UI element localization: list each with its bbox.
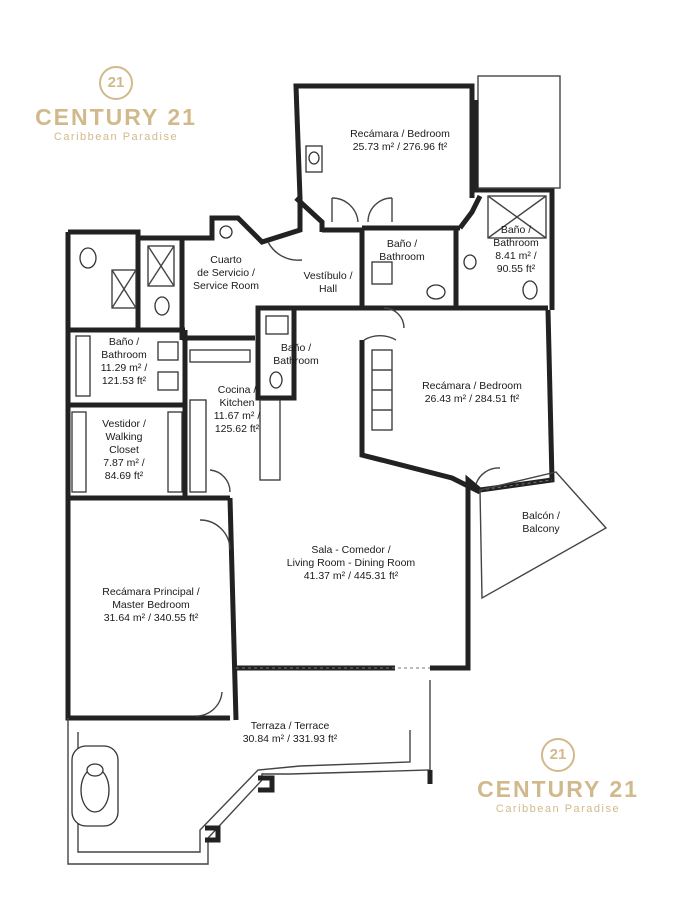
watermark-brand: CENTURY 21 (477, 776, 639, 802)
fixtures (75, 145, 547, 397)
label-bedroom-right: Recámara / Bedroom 26.43 m² / 284.51 ft² (422, 380, 522, 405)
watermark-brand: CENTURY 21 (35, 104, 197, 130)
balcony-outline (479, 471, 608, 600)
label-bedroom-top: Recámara / Bedroom 25.73 m² / 276.96 ft² (350, 128, 450, 153)
label-bath-right: Baño / Bathroom 8.41 m² / 90.55 ft² (493, 224, 539, 275)
label-kitchen: Cocina / Kitchen 11.67 m² / 125.62 ft² (213, 384, 261, 435)
hot-tub (71, 745, 119, 827)
top-right-box (477, 75, 561, 189)
terrace-outline (67, 680, 433, 865)
label-living-dining: Sala - Comedor / Living Room - Dining Ro… (286, 544, 416, 582)
watermark-bottom: 21 CENTURY 21 Caribbean Paradise (470, 738, 646, 816)
label-balcony: Balcón / Balcony (522, 510, 560, 535)
label-bath-left: Baño / Bathroom 11.29 m² / 121.53 ft² (100, 336, 148, 387)
watermark-tagline: Caribbean Paradise (495, 803, 621, 815)
label-closet: Vestidor / Walking Closet 7.87 m² / 84.6… (102, 418, 146, 482)
label-hall: Vestíbulo / Hall (303, 270, 353, 295)
century21-logo-icon: 21 (99, 66, 133, 100)
watermark-top: 21 CENTURY 21 Caribbean Paradise (28, 66, 204, 144)
label-terrace: Terraza / Terrace 30.84 m² / 331.93 ft² (242, 720, 338, 745)
watermark-tagline: Caribbean Paradise (53, 131, 179, 143)
doors (195, 197, 501, 717)
label-bath-center: Baño / Bathroom (379, 238, 425, 263)
cabinetry (71, 349, 393, 493)
interior-walls (68, 194, 548, 721)
century21-logo-icon: 21 (541, 738, 575, 772)
label-service-room: Cuarto de Servicio / Service Room (193, 254, 259, 292)
label-bath-small: Baño / Bathroom (273, 342, 319, 367)
label-master-bedroom: Recámara Principal / Master Bedroom 31.6… (102, 586, 200, 624)
